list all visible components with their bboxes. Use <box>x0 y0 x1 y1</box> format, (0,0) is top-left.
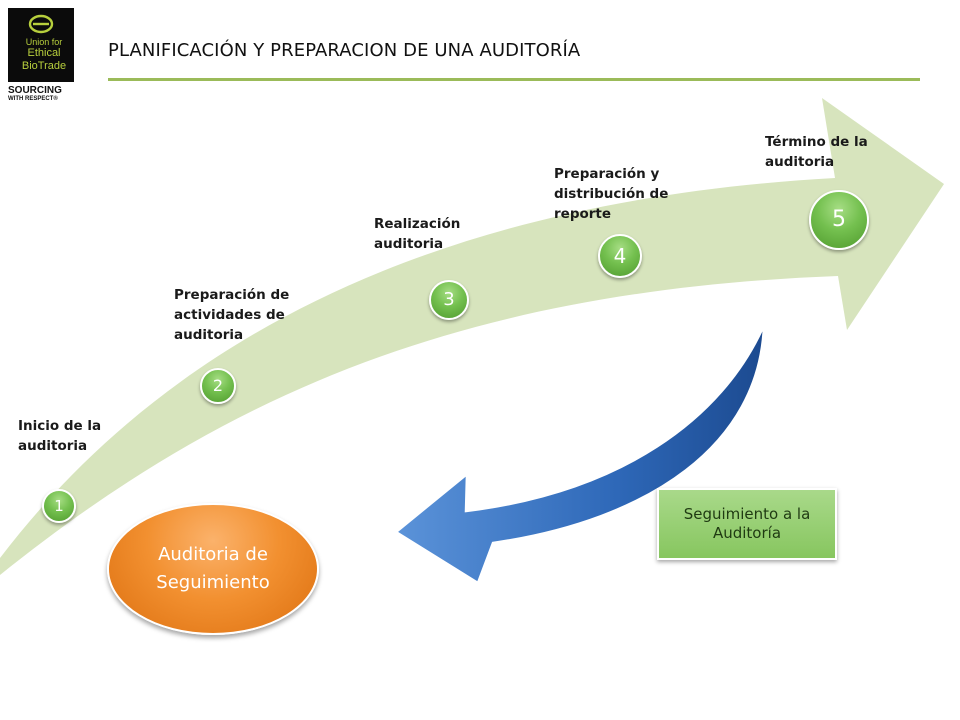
step-3-label: Realización auditoria <box>374 216 461 252</box>
step-1-label: Inicio de la auditoria <box>18 418 102 454</box>
logo-text-line-1: Union for <box>25 37 63 47</box>
process-flow-arrow <box>0 98 944 575</box>
step-5-marker: 5 <box>809 190 869 250</box>
step-5-label: Término de la auditoria <box>765 134 868 170</box>
page-title: PLANIFICACIÓN Y PREPARACION DE UNA AUDIT… <box>108 40 581 61</box>
audit-follow-up-text: Seguimiento a la Auditoría <box>683 505 811 542</box>
logo-tagline-1: SOURCING <box>8 85 62 96</box>
follow-up-audit-oval: Auditoria de Seguimiento <box>107 503 319 635</box>
step-4-label: Preparación y distribución de reporte <box>554 166 669 222</box>
step-3-marker: 3 <box>429 280 469 320</box>
logo-text-line-2: Ethical <box>27 47 61 59</box>
step-2-marker: 2 <box>200 368 236 404</box>
audit-follow-up-box: Seguimiento a la Auditoría <box>657 488 837 560</box>
logo-emblem-icon <box>28 14 54 34</box>
step-1-marker: 1 <box>42 489 76 523</box>
union-for-ethical-biotrade-logo: Union for Ethical BioTrade SOURCING WITH… <box>8 8 82 104</box>
logo-text-line-3: BioTrade <box>21 60 67 72</box>
step-4-marker: 4 <box>598 234 642 278</box>
logo-badge: Union for Ethical BioTrade <box>8 8 74 82</box>
step-2-label: Preparación de actividades de auditoria <box>174 287 290 343</box>
follow-up-audit-text: Auditoria de Seguimiento <box>156 544 270 593</box>
return-arrow <box>393 324 766 585</box>
title-underline <box>108 78 920 81</box>
logo-tagline-2: WITH RESPECT® <box>8 96 58 102</box>
